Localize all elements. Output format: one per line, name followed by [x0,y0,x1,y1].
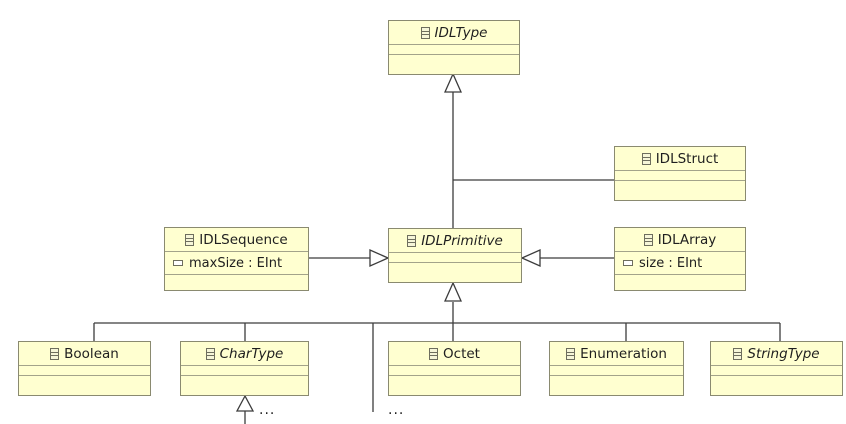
class-idlsequence[interactable]: IDLSequence maxSize : EInt [164,227,309,291]
operations-compartment [615,181,745,189]
generalization-arrow-primitive [443,281,463,302]
class-icon [185,233,195,246]
class-icon [407,234,417,247]
operations-compartment [389,376,520,384]
class-icon [50,347,60,360]
operations-compartment [550,376,683,384]
class-icon [420,26,430,39]
attribute-size: size : EInt [639,255,703,271]
class-icon [733,347,743,360]
class-name-idlprimitive: IDLPrimitive [421,232,503,249]
attributes-compartment [181,366,308,376]
attributes-compartment: size : EInt [615,252,745,275]
class-icon [429,347,439,360]
attributes-compartment [389,253,521,263]
class-octet[interactable]: Octet [388,341,521,396]
attributes-compartment [711,366,842,376]
primitive-subtypes-ellipsis: ... [388,402,405,418]
class-stringtype[interactable]: StringType [710,341,843,396]
class-name-stringtype: StringType [747,345,820,362]
class-idlarray[interactable]: IDLArray size : EInt [614,227,746,291]
operations-compartment [615,275,745,285]
class-icon [643,233,653,246]
class-name-octet: Octet [443,345,480,362]
generalization-arrow-array [520,248,541,268]
operations-compartment [389,263,521,271]
generalization-arrow-idltype [443,72,463,93]
operations-compartment [389,55,519,63]
attribute-maxsize: maxSize : EInt [189,255,283,271]
class-idltype[interactable]: IDLType [388,20,520,75]
operations-compartment [19,376,150,384]
class-idlstruct[interactable]: IDLStruct [614,146,746,201]
class-enumeration[interactable]: Enumeration [549,341,684,396]
class-icon [205,347,215,360]
generalization-arrow-sequence [369,248,390,268]
attributes-compartment [389,45,519,55]
attributes-compartment [550,366,683,376]
attribute-icon [173,260,183,266]
chartype-subtypes-ellipsis: ... [259,402,276,418]
attribute-icon [623,260,633,266]
attributes-compartment: maxSize : EInt [165,252,308,275]
class-boolean[interactable]: Boolean [18,341,151,396]
class-name-enumeration: Enumeration [580,345,667,362]
class-name-idlstruct: IDLStruct [655,150,719,167]
class-icon [566,347,576,360]
attributes-compartment [19,366,150,376]
class-icon [641,152,651,165]
attributes-compartment [615,171,745,181]
operations-compartment [711,376,842,384]
class-name-idlarray: IDLArray [657,231,717,248]
operations-compartment [165,275,308,285]
class-name-boolean: Boolean [64,345,119,362]
class-idlprimitive[interactable]: IDLPrimitive [388,228,522,283]
class-name-idlsequence: IDLSequence [199,231,288,248]
attributes-compartment [389,366,520,376]
operations-compartment [181,376,308,384]
class-name-idltype: IDLType [434,24,488,41]
class-name-chartype: CharType [219,345,284,362]
class-chartype[interactable]: CharType [180,341,309,396]
generalization-arrow-chartype [235,394,255,412]
